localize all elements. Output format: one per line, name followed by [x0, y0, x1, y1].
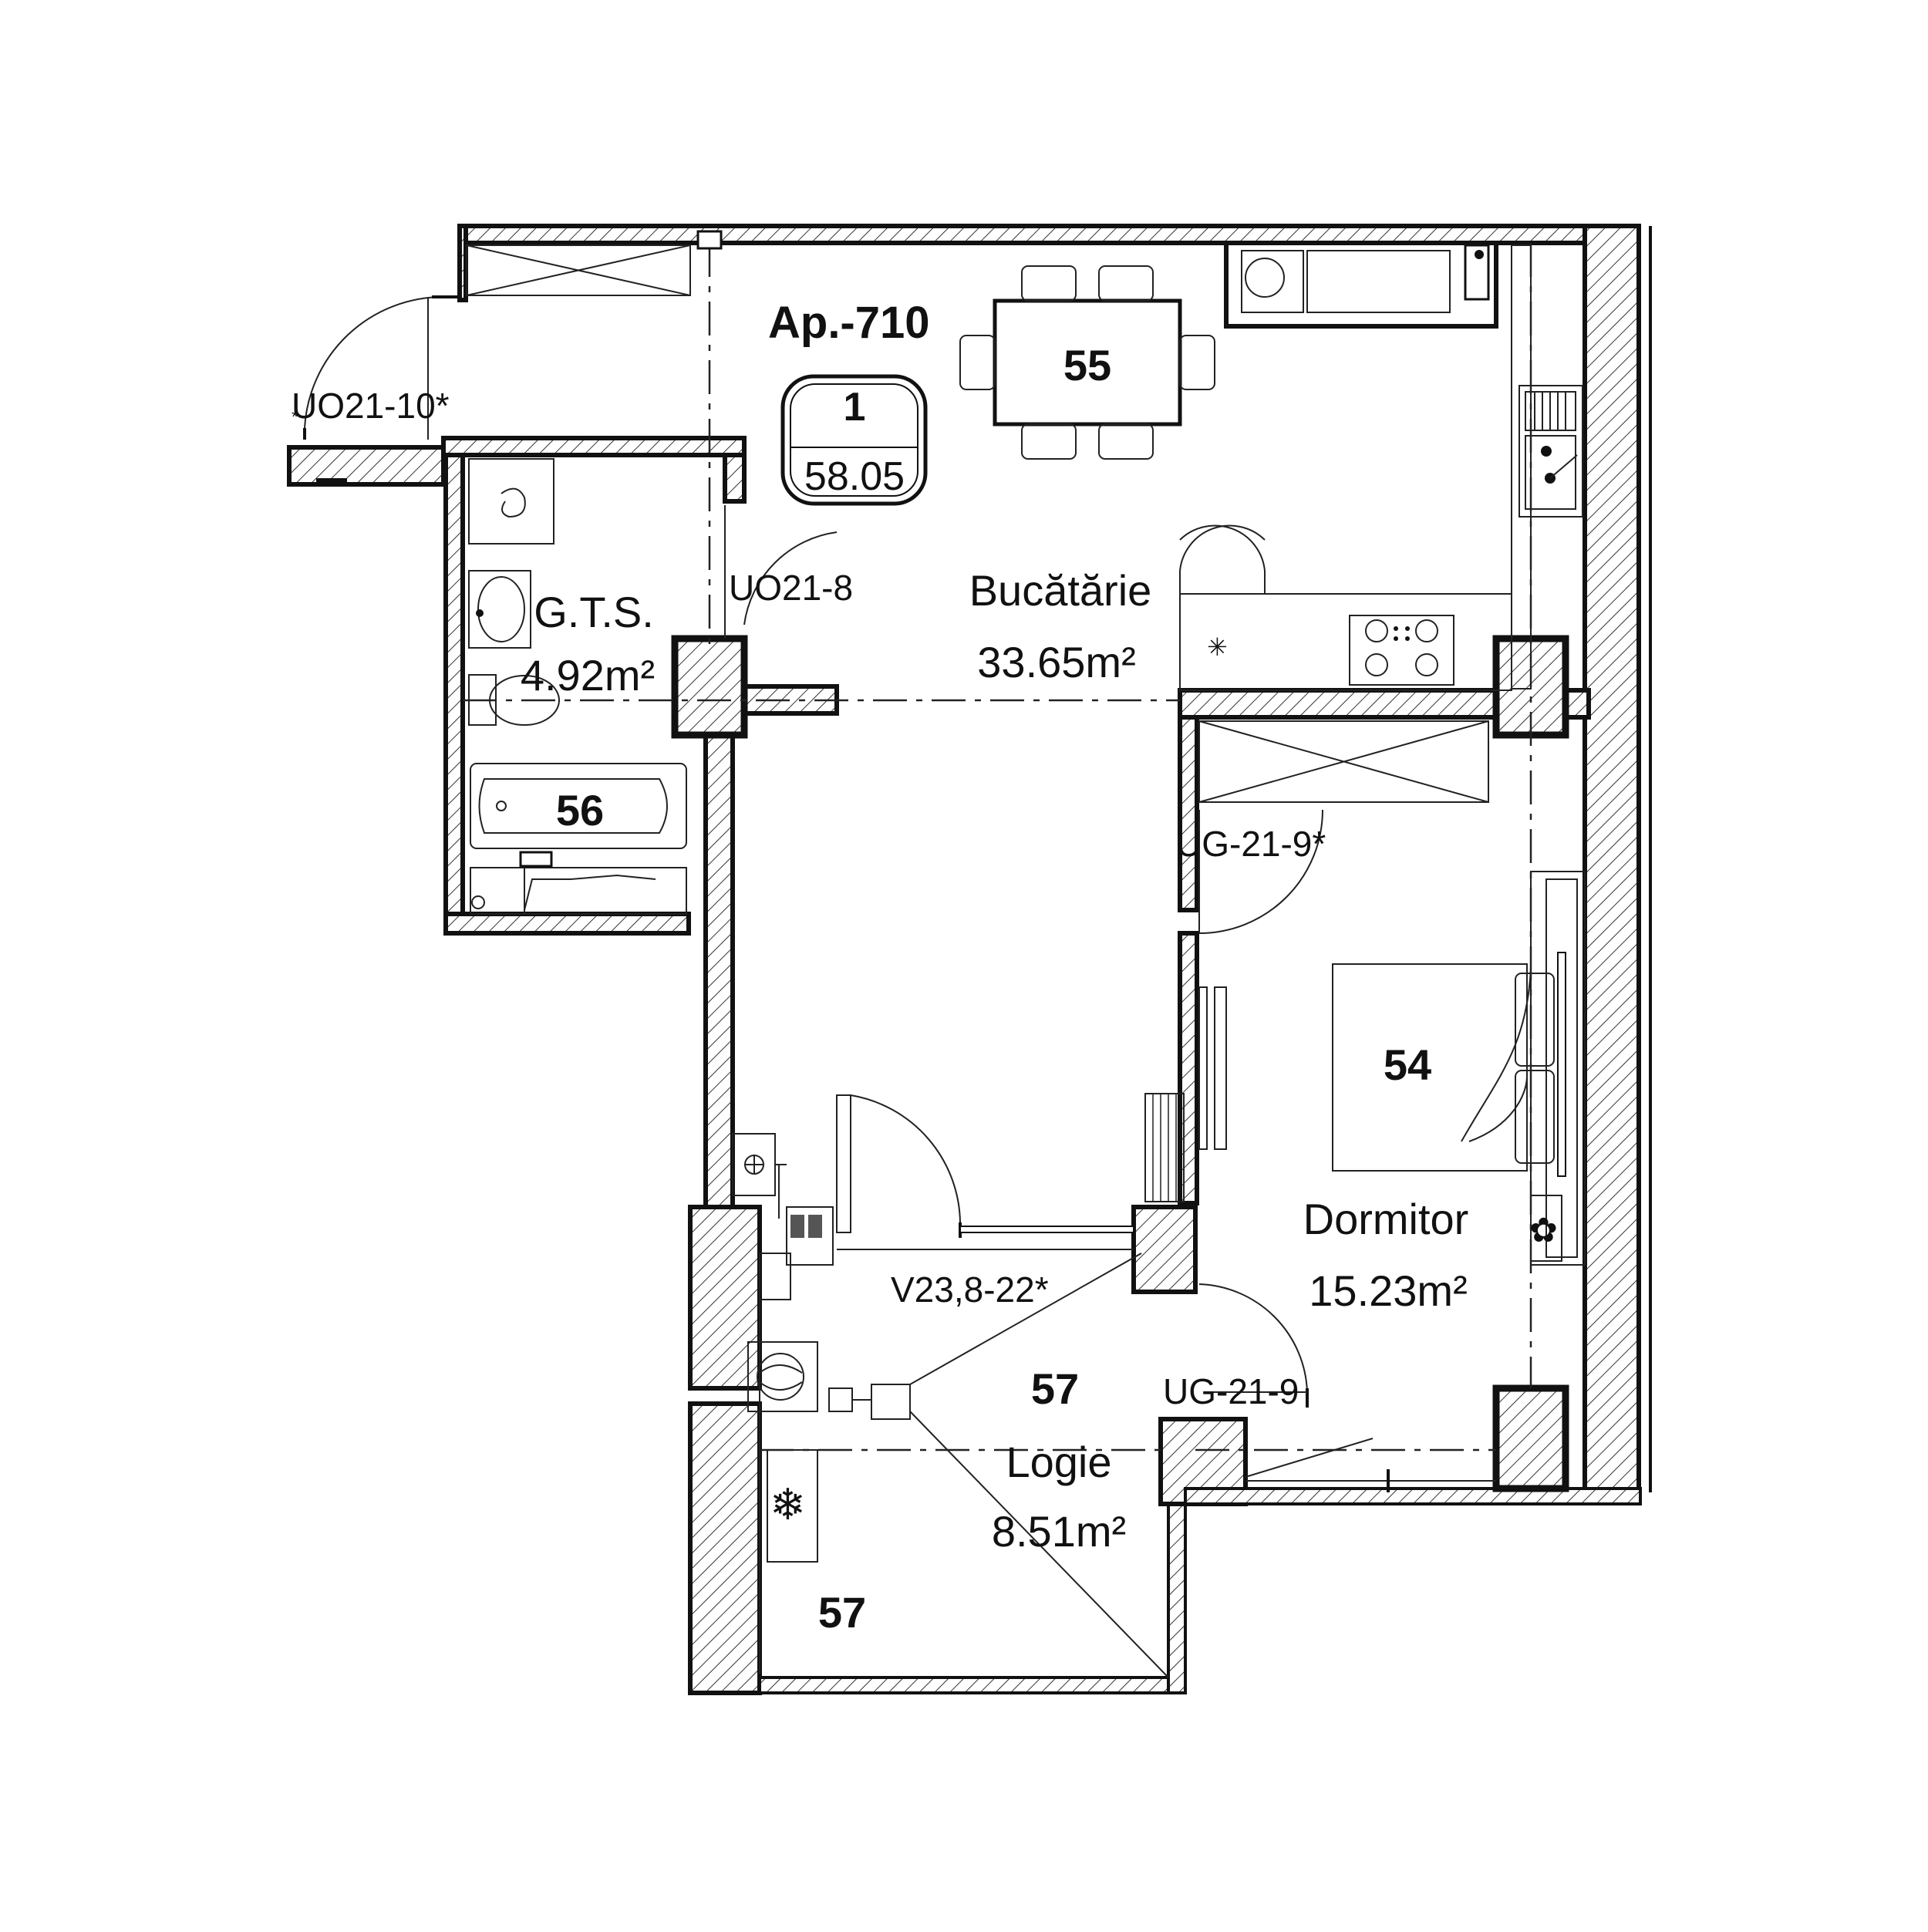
- snowflake-icon: ❄: [770, 1480, 806, 1529]
- kitchen-furniture-no: 55: [1063, 341, 1111, 389]
- sink: [468, 570, 531, 649]
- columns: [671, 635, 1569, 1492]
- loggia-furniture-no-2: 57: [818, 1588, 866, 1637]
- wall-top: [460, 224, 1587, 245]
- washing-machine: [468, 458, 554, 545]
- rooms-count: 1: [844, 385, 866, 430]
- bathroom: [468, 458, 838, 915]
- bedroom-door-swing: [1198, 809, 1323, 934]
- wall-left-top: [457, 224, 468, 302]
- bed: [1332, 963, 1528, 1172]
- bath-door-swing: [743, 531, 838, 625]
- bathtub: [470, 763, 687, 849]
- bedroom: ✿: [1144, 871, 1586, 1492]
- column-right-bottom: [1492, 1384, 1569, 1492]
- kitchen-name: Bucătărie: [969, 566, 1152, 615]
- wall-bath-corner: [723, 453, 747, 504]
- bathroom-name: G.T.S.: [534, 588, 654, 636]
- bathroom-furniture-no: 56: [556, 786, 604, 835]
- bedroom-furniture-no: 54: [1384, 1040, 1431, 1089]
- wall-bath-top: [441, 436, 747, 457]
- wall-bedroom-bottom: [1184, 1487, 1642, 1505]
- area-badge: [780, 374, 928, 506]
- wall-right: [1583, 224, 1641, 1495]
- column-left: [671, 635, 748, 739]
- toilet: [468, 674, 497, 726]
- corridor-door: [732, 1094, 1134, 1238]
- loggia: ❄: [747, 1206, 1169, 1678]
- loggia-area: 8.51m²: [992, 1507, 1126, 1556]
- wall-bath-left: [443, 437, 465, 936]
- hob-icon: [1349, 615, 1454, 686]
- wall-loggia-left-upper: [688, 1205, 762, 1391]
- entry-area: *: [292, 230, 723, 440]
- labels: Ap.-710 1 58.05 55 Bucătărie 33.65m² G.T…: [292, 298, 1468, 1637]
- bathroom-area: 4.92m²: [521, 651, 655, 700]
- loggia-name: Logie: [1006, 1438, 1111, 1486]
- wall-loggia-bottom: [758, 1676, 1185, 1694]
- svg-text:✳: ✳: [1207, 633, 1228, 661]
- total-area: 58.05: [804, 454, 905, 499]
- dining-table: [993, 298, 1182, 427]
- apartment-name: Ap.-710: [768, 298, 930, 348]
- kitchen: ✳: [959, 241, 1583, 691]
- ac-unit: [767, 1449, 818, 1563]
- balcony-door-label: UG-21-9: [1163, 1371, 1299, 1411]
- svg-text:*: *: [292, 407, 298, 427]
- wall-loggia-corner: [1131, 1205, 1198, 1294]
- wall-bedroom-left-lower: [1178, 931, 1199, 1205]
- wardrobe: [1198, 720, 1489, 934]
- loggia-furniture-no: 57: [1031, 1364, 1079, 1413]
- wall-bath-bottom: [443, 912, 691, 936]
- flower-icon: ✿: [1529, 1212, 1558, 1249]
- bedroom-door-label: UG-21-9*: [1176, 824, 1326, 864]
- loggia-window-label: V23,8-22*: [891, 1269, 1049, 1310]
- balcony-door-swing: [1198, 1283, 1308, 1393]
- bath-door-label: UO21-8: [729, 568, 853, 608]
- wall-bedroom-left-upper: [1178, 715, 1199, 912]
- fan-icon: [747, 1341, 818, 1412]
- bedroom-name: Dormitor: [1303, 1195, 1469, 1243]
- bedroom-area: 15.23m²: [1309, 1266, 1467, 1315]
- wall-entry-stub: [287, 445, 446, 487]
- wall-corridor-left: [703, 730, 735, 1209]
- entry-door-swing: [304, 295, 444, 429]
- wall-loggia-left-lower: [688, 1401, 762, 1695]
- exterior-walls: [287, 224, 1652, 1695]
- kitchen-sink: [1518, 385, 1583, 518]
- entry-door-label: UO21-10*: [292, 386, 450, 426]
- kitchen-appliance: [1224, 241, 1498, 329]
- kitchen-area: 33.65m²: [977, 638, 1135, 686]
